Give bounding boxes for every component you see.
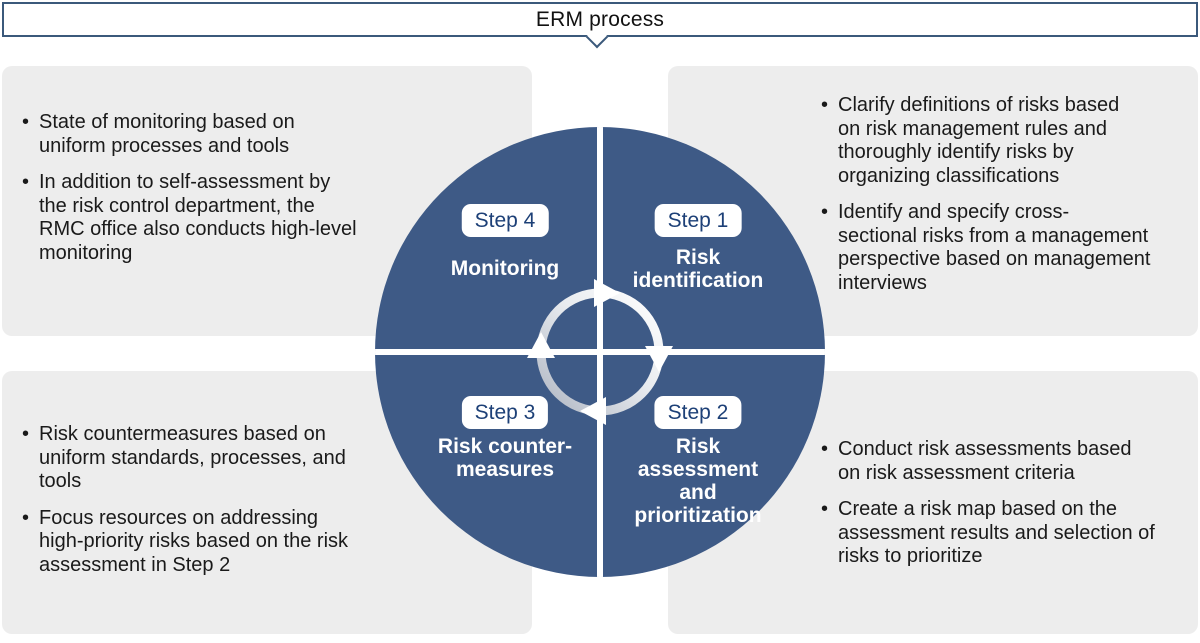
bullet-icon: • <box>22 423 30 445</box>
list-item: • Identify and specify cross- sectional … <box>821 201 1193 295</box>
clockwise-cycle-arrows-icon <box>527 279 673 425</box>
step-2-badge: Step 2 <box>654 396 742 429</box>
quadrant-step-2: Step 2 Risk assessment and prioritizatio… <box>634 396 762 527</box>
step-4-badge: Step 4 <box>461 204 549 237</box>
bullet-text: Focus resources on addressing high-prior… <box>39 506 349 576</box>
list-item: • State of monitoring based on uniform p… <box>22 111 402 158</box>
bullet-text: Conduct risk assessments based on risk a… <box>838 438 1132 484</box>
bullet-text: Create a risk map based on the assessmen… <box>838 498 1155 567</box>
bullet-icon: • <box>22 111 30 133</box>
list-item: • Clarify definitions of risks based on … <box>821 94 1193 188</box>
quadrant-step-4: Step 4 Monitoring <box>451 204 559 280</box>
bullet-list: • Conduct risk assessments based on risk… <box>821 438 1193 569</box>
bullet-icon: • <box>821 201 829 223</box>
step-3-label: Risk counter- measures <box>437 435 573 481</box>
quadrant-divider-horizontal <box>375 349 825 355</box>
bullet-icon: • <box>821 498 829 520</box>
step-1-label: Risk identification <box>632 246 764 292</box>
list-item: • Create a risk map based on the assessm… <box>821 498 1193 569</box>
bullet-text: Risk countermeasures based on uniform st… <box>39 423 346 492</box>
bullet-icon: • <box>22 506 30 529</box>
bullet-text: State of monitoring based on uniform pro… <box>39 111 295 157</box>
list-item: • Risk countermeasures based on uniform … <box>22 423 402 494</box>
bullet-list: • Risk countermeasures based on uniform … <box>22 423 402 577</box>
bullet-text: In addition to self-assessment by the ri… <box>39 171 357 264</box>
bullet-icon: • <box>821 94 829 116</box>
diagram-title: ERM process <box>535 7 665 31</box>
list-item: • Focus resources on addressing high-pri… <box>22 507 402 578</box>
bullet-text: Clarify definitions of risks based on ri… <box>838 94 1120 187</box>
list-item: • In addition to self-assessment by the … <box>22 171 402 265</box>
diagram-title-bar: ERM process <box>2 2 1198 37</box>
list-item: • Conduct risk assessments based on risk… <box>821 438 1193 485</box>
step-3-badge: Step 3 <box>461 396 549 429</box>
bullet-list: • Clarify definitions of risks based on … <box>821 94 1193 295</box>
quadrant-step-3: Step 3 Risk counter- measures <box>438 396 572 481</box>
step-1-badge: Step 1 <box>654 204 742 237</box>
bullet-icon: • <box>821 438 829 460</box>
bullet-icon: • <box>22 171 30 193</box>
bullet-text: Identify and specify cross- sectional ri… <box>838 201 1151 294</box>
quadrant-step-1: Step 1 Risk identification <box>632 204 764 292</box>
step-4-label: Monitoring <box>450 257 560 280</box>
bullet-list: • State of monitoring based on uniform p… <box>22 111 402 265</box>
step-2-label: Risk assessment and prioritization <box>634 435 762 527</box>
process-circle <box>375 127 825 577</box>
